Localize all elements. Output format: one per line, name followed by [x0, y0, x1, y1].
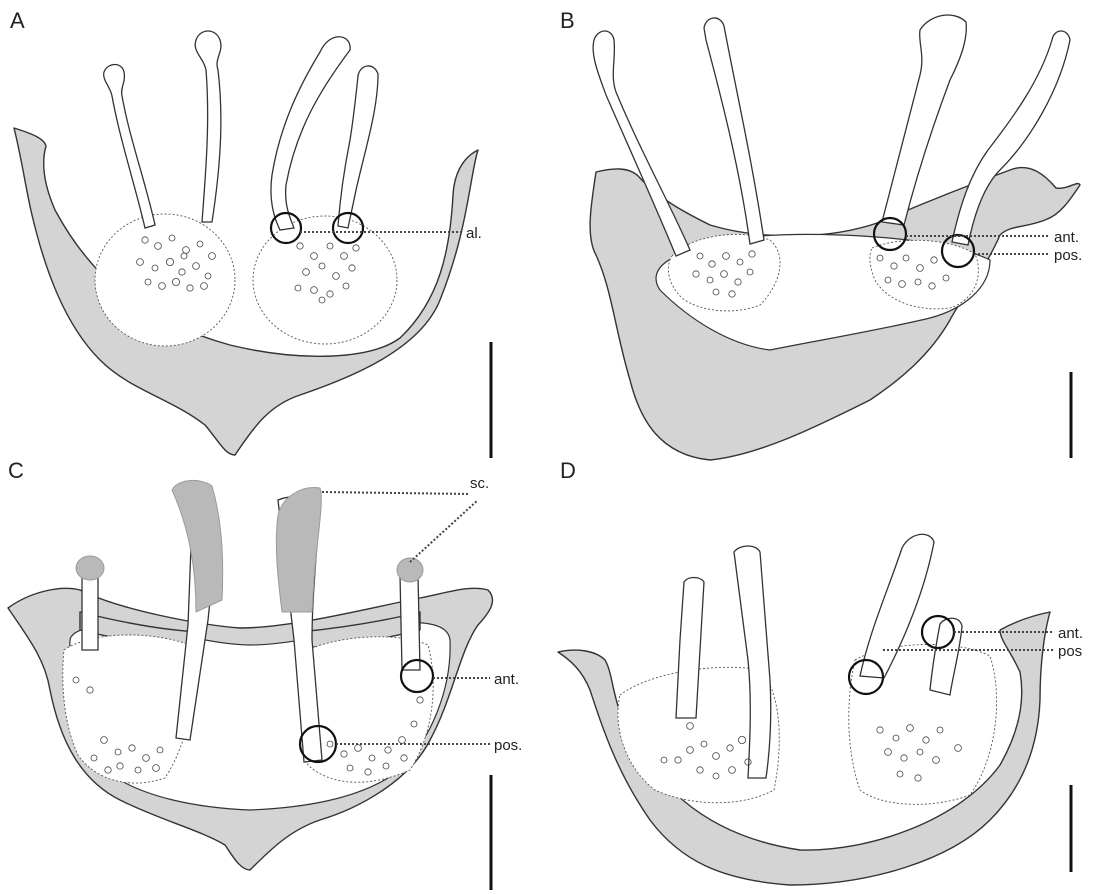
panel-c-label-pos: pos. [494, 737, 522, 754]
panel-b-label-ant: ant. [1054, 229, 1079, 246]
panel-a-tube-4 [338, 66, 378, 228]
panel-a-label-al: al. [466, 225, 482, 242]
panel-c-secretion-2 [172, 480, 223, 612]
panel-b-letter: B [560, 8, 575, 33]
panel-a-tube-3 [271, 37, 350, 230]
panel-a: A al. [10, 8, 491, 458]
panel-d: D ant. pos [558, 458, 1083, 885]
panel-a-tube-2 [195, 31, 221, 222]
panel-c-leader-sc-1 [322, 492, 470, 494]
panel-b-label-pos: pos. [1054, 247, 1082, 264]
panel-b: B ant. pos. [560, 8, 1082, 460]
panel-a-left-pad [95, 214, 235, 346]
panel-c-leader-sc-2 [410, 500, 478, 562]
panel-c-secretion-clumps [76, 480, 423, 612]
panel-a-tube-1 [104, 65, 155, 229]
panel-c-label-ant: ant. [494, 671, 519, 688]
panel-d-letter: D [560, 458, 576, 483]
panel-c-letter: C [8, 458, 24, 483]
panel-b-tube-2 [704, 18, 764, 244]
panel-a-sternal-plate [14, 128, 478, 455]
panel-c-label-sc: sc. [470, 475, 489, 492]
panel-c-secretion-3 [276, 488, 321, 612]
panel-c: C [8, 458, 522, 890]
panel-a-right-pad [253, 216, 397, 344]
panel-c-left-pad [63, 635, 194, 783]
panel-d-label-pos: pos [1058, 643, 1082, 660]
panel-c-tube-4 [400, 575, 420, 670]
panel-c-secretion-1 [76, 556, 104, 580]
panel-d-label-ant: ant. [1058, 625, 1083, 642]
panel-a-letter: A [10, 8, 25, 33]
